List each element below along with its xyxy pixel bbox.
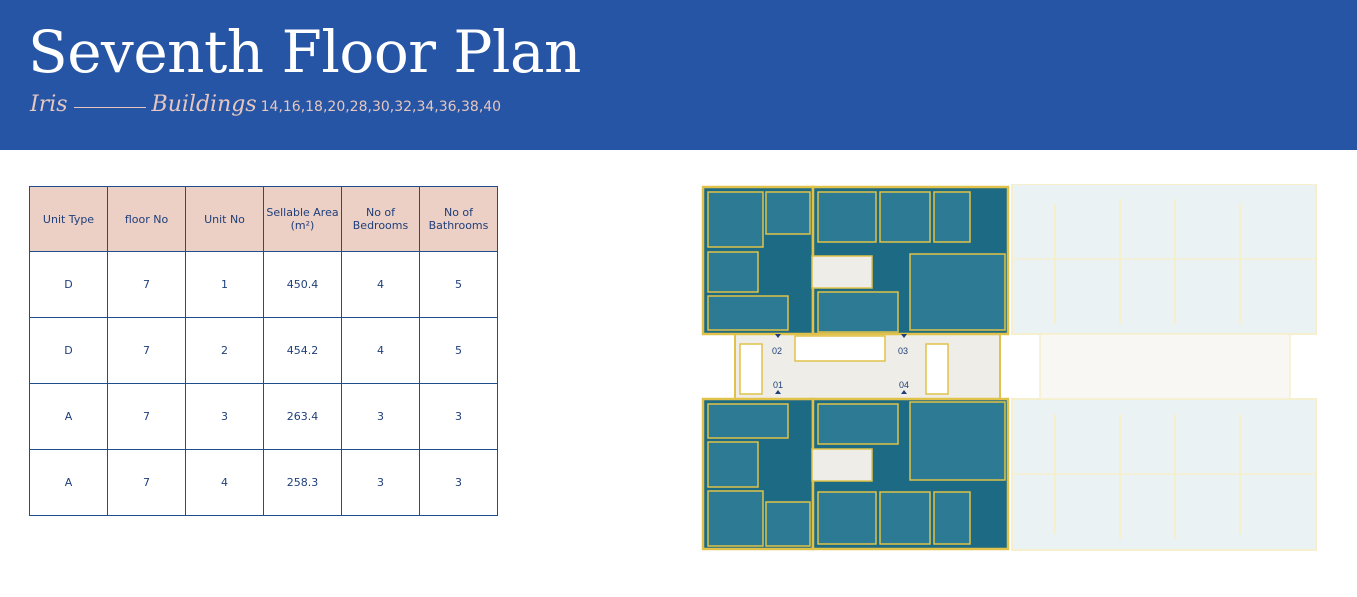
cell-bedrooms: 4 xyxy=(341,317,420,384)
header-sellable-area: Sellable Area (m²) xyxy=(263,186,342,252)
cell-bedrooms: 3 xyxy=(341,383,420,450)
cell-area: 454.2 xyxy=(263,317,342,384)
cell-unit-no: 1 xyxy=(185,251,264,318)
header-unit-no-label: Unit No xyxy=(204,212,245,226)
stair-right xyxy=(925,343,949,395)
header-bathrooms: No of Bathrooms xyxy=(419,186,498,252)
cell-area: 263.4 xyxy=(263,383,342,450)
unit-label-02: 02 xyxy=(772,346,782,356)
cell-area: 450.4 xyxy=(263,251,342,318)
header-unit-type: Unit Type xyxy=(29,186,108,252)
header-floor-no: floor No xyxy=(107,186,186,252)
cell-bathrooms: 5 xyxy=(419,251,498,318)
unit-marker-02-icon xyxy=(775,334,781,338)
header-bedrooms-label: No of Bedrooms xyxy=(352,206,409,232)
header-banner: Seventh Floor Plan Iris Buildings 14,16,… xyxy=(0,0,1357,150)
cell-unit-no: 2 xyxy=(185,317,264,384)
buildings-label: Buildings xyxy=(151,92,257,117)
page-title: Seventh Floor Plan xyxy=(28,18,581,86)
project-name: Iris xyxy=(30,92,68,117)
header-floor-no-label: floor No xyxy=(124,212,169,226)
cell-floor: 7 xyxy=(107,449,186,516)
header-bathrooms-label: No of Bathrooms xyxy=(428,206,489,232)
cell-unit-no: 4 xyxy=(185,449,264,516)
unit-marker-04-icon xyxy=(901,390,907,394)
unit-02-area xyxy=(701,185,815,336)
header-unit-type-label: Unit Type xyxy=(42,212,95,226)
cell-floor: 7 xyxy=(107,317,186,384)
table-header-row: Unit Type floor No Unit No Sellable Area… xyxy=(29,186,498,252)
lift-lobby xyxy=(794,335,886,362)
table-row: D 7 1 450.4 4 5 xyxy=(29,251,498,318)
cell-bathrooms: 3 xyxy=(419,449,498,516)
cell-floor: 7 xyxy=(107,251,186,318)
unit-01-area xyxy=(701,397,815,551)
header-unit-no: Unit No xyxy=(185,186,264,252)
cell-unit-type: D xyxy=(29,317,108,384)
cell-unit-type: A xyxy=(29,449,108,516)
unit-label-03: 03 xyxy=(898,346,908,356)
subtitle-divider xyxy=(73,107,146,108)
cell-bedrooms: 3 xyxy=(341,449,420,516)
adjacent-building-faded xyxy=(1011,184,1317,551)
header-sellable-area-label: Sellable Area (m²) xyxy=(266,206,339,232)
buildings-numbers: 14,16,18,20,28,30,32,34,36,38,40 xyxy=(260,99,502,115)
cell-unit-no: 3 xyxy=(185,383,264,450)
header-bedrooms: No of Bedrooms xyxy=(341,186,420,252)
cell-bathrooms: 3 xyxy=(419,383,498,450)
unit-03-area xyxy=(811,185,1010,336)
table-row: A 7 3 263.4 3 3 xyxy=(29,383,498,450)
cell-unit-type: D xyxy=(29,251,108,318)
floor-plan: 02 03 01 04 xyxy=(701,184,1317,551)
unit-label-01: 01 xyxy=(773,380,783,390)
cell-area: 258.3 xyxy=(263,449,342,516)
subtitle: Iris Buildings 14,16,18,20,28,30,32,34,3… xyxy=(30,92,501,120)
cell-unit-type: A xyxy=(29,383,108,450)
cell-bathrooms: 5 xyxy=(419,317,498,384)
stair-left xyxy=(739,343,763,395)
table-row: D 7 2 454.2 4 5 xyxy=(29,317,498,384)
cell-bedrooms: 4 xyxy=(341,251,420,318)
unit-marker-01-icon xyxy=(775,390,781,394)
units-table: Unit Type floor No Unit No Sellable Area… xyxy=(29,186,498,516)
cell-floor: 7 xyxy=(107,383,186,450)
unit-04-area xyxy=(811,397,1010,551)
table-row: A 7 4 258.3 3 3 xyxy=(29,449,498,516)
unit-marker-03-icon xyxy=(901,334,907,338)
unit-label-04: 04 xyxy=(899,380,909,390)
